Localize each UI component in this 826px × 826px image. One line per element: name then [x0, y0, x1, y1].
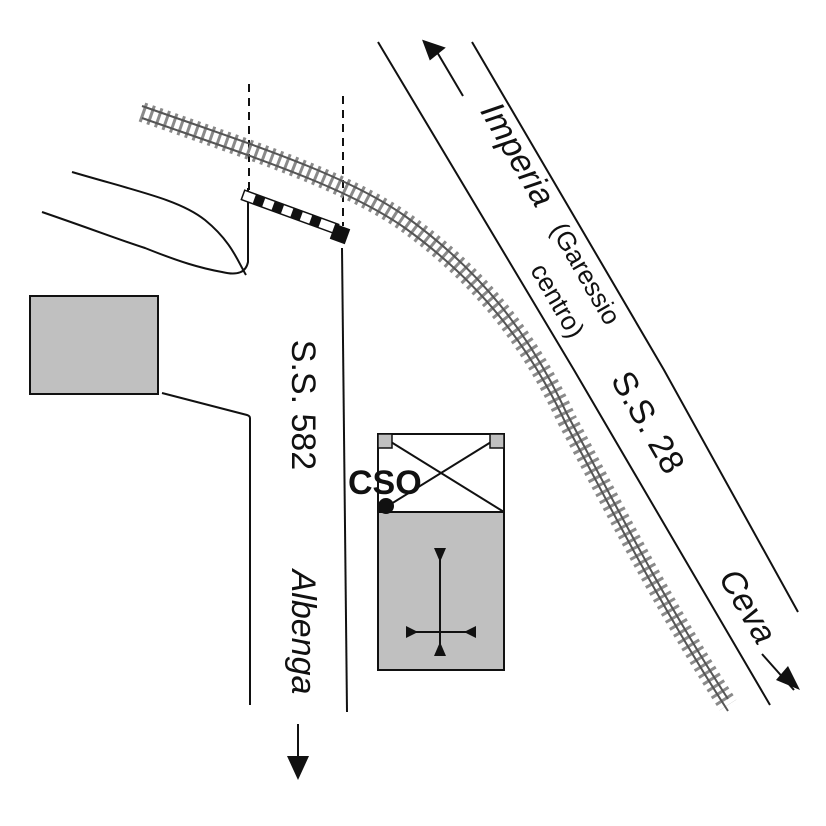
ss582-name-label: S.S. 582: [284, 340, 322, 470]
ss28-name-label: S.S. 28: [603, 365, 692, 481]
station-location-dot: [378, 498, 394, 514]
arrow-south-ceva: [761, 653, 800, 691]
ss582-road-edge-left: [161, 392, 251, 705]
level-crossing-barrier: [240, 189, 340, 235]
ss582-road-edge-right: [341, 247, 348, 713]
arrow-north-imperia: [422, 39, 464, 97]
albenga-destination-label: Albenga: [284, 568, 322, 695]
building-left: [29, 295, 159, 395]
side-road-edge-outer: [71, 171, 247, 276]
side-road-edge-inner: [41, 188, 249, 275]
ss28-road-edge-right: [471, 41, 799, 613]
arrow-south-albenga: [287, 724, 309, 780]
imperia-destination-label: Imperia: [473, 96, 563, 213]
station-canopy: [377, 433, 505, 513]
barrier-pivot: [329, 223, 351, 245]
ceva-destination-label: Ceva: [711, 563, 784, 651]
ss28-road-edge-left: [377, 41, 771, 706]
railway-track: [138, 102, 737, 712]
station-code-label: CSO: [348, 464, 422, 502]
fuel-pump-symbol: [406, 548, 476, 656]
